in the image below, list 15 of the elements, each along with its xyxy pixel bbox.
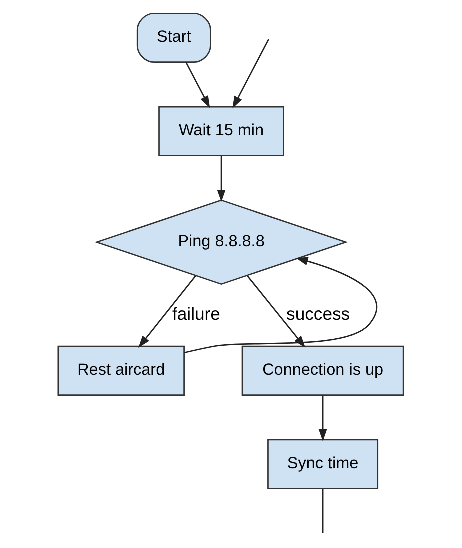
arrow bbox=[232, 39, 270, 109]
node-diamond: Ping 8.8.8.8 bbox=[94, 200, 348, 286]
node-box: Wait 15 min bbox=[158, 106, 284, 156]
connector bbox=[322, 489, 324, 534]
arrow bbox=[318, 396, 328, 442]
node-box: Rest aircard bbox=[58, 346, 185, 396]
node-box: Start bbox=[136, 12, 212, 64]
arrow bbox=[186, 62, 210, 108]
node-box: Sync time bbox=[268, 439, 379, 490]
arrow bbox=[184, 257, 378, 354]
edge-label: failure bbox=[172, 304, 220, 324]
edge-label: success bbox=[286, 304, 350, 324]
arrow bbox=[217, 156, 226, 202]
node-box: Connection is up bbox=[242, 346, 404, 396]
arrow bbox=[138, 276, 196, 348]
